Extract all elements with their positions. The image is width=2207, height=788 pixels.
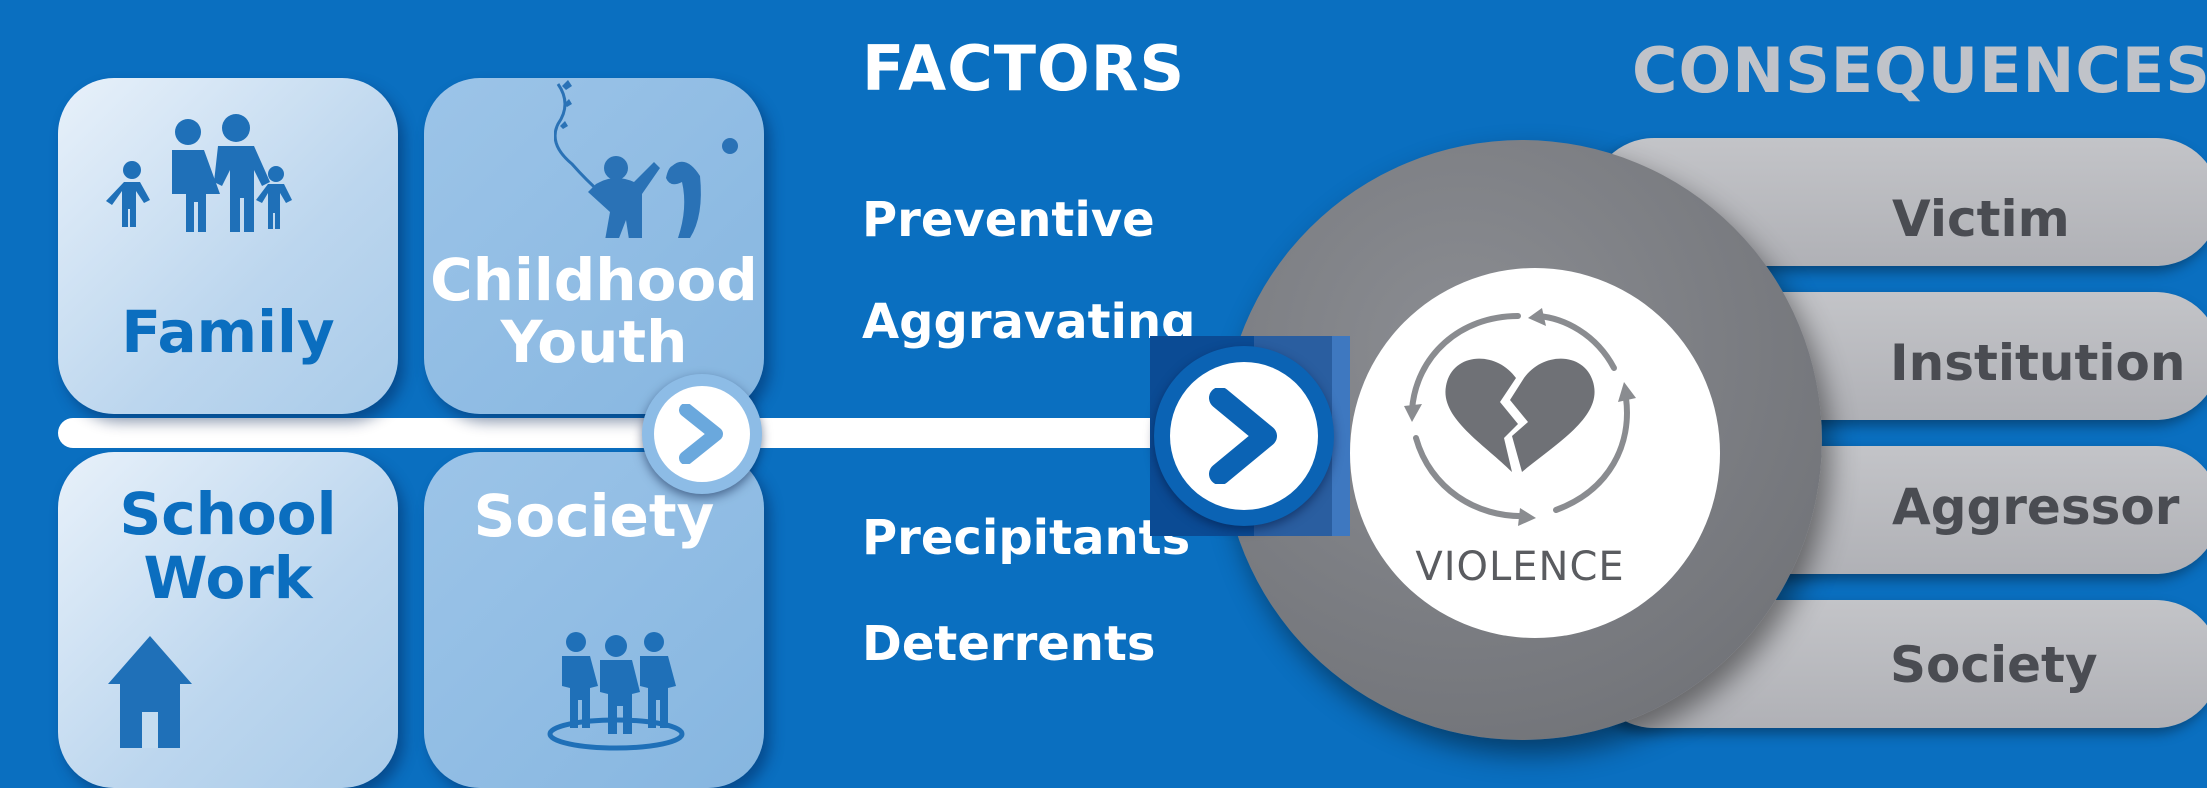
tile-society: Society [424, 452, 764, 788]
community-icon [547, 632, 685, 751]
consequences-heading: CONSEQUENCES [1632, 34, 2207, 107]
tile-childhood-youth: Childhood Youth [424, 78, 764, 414]
tile-society-label: Society [473, 482, 715, 550]
consequence-victim: Victim [1892, 190, 2070, 248]
factor-preventive: Preventive [862, 192, 1155, 248]
factor-deterrents: Deterrents [862, 616, 1156, 672]
tile-work-label: Work [143, 544, 313, 612]
tile-childhood-label: Childhood [430, 246, 758, 314]
tile-school-work: School Work [58, 452, 398, 788]
tile-school-label: School [119, 480, 337, 548]
connector-block-edge [1332, 336, 1350, 536]
consequence-institution: Institution [1890, 334, 2186, 392]
violence-label: VIOLENCE [1415, 544, 1625, 590]
chevron-right-icon [679, 404, 723, 464]
consequence-society: Society [1890, 636, 2098, 694]
large-next-arrow-button[interactable] [1154, 346, 1334, 526]
left-connector-bar [58, 418, 718, 448]
small-next-arrow-button[interactable] [642, 374, 762, 494]
factor-aggravating: Aggravating [862, 294, 1196, 350]
tile-family: Family [58, 78, 398, 414]
factor-precipitants: Precipitants [862, 510, 1191, 566]
factors-heading: FACTORS [862, 32, 1186, 105]
broken-heart-cycle-icon [1404, 308, 1636, 526]
family-icon [106, 114, 292, 232]
consequence-aggressor: Aggressor [1892, 478, 2180, 536]
tile-family-label: Family [121, 298, 335, 366]
kite-children-icon [554, 80, 738, 238]
middle-connector-bar [700, 418, 1180, 448]
tile-youth-label: Youth [500, 308, 688, 376]
house-icon [108, 636, 192, 748]
chevron-right-icon [1209, 388, 1277, 484]
